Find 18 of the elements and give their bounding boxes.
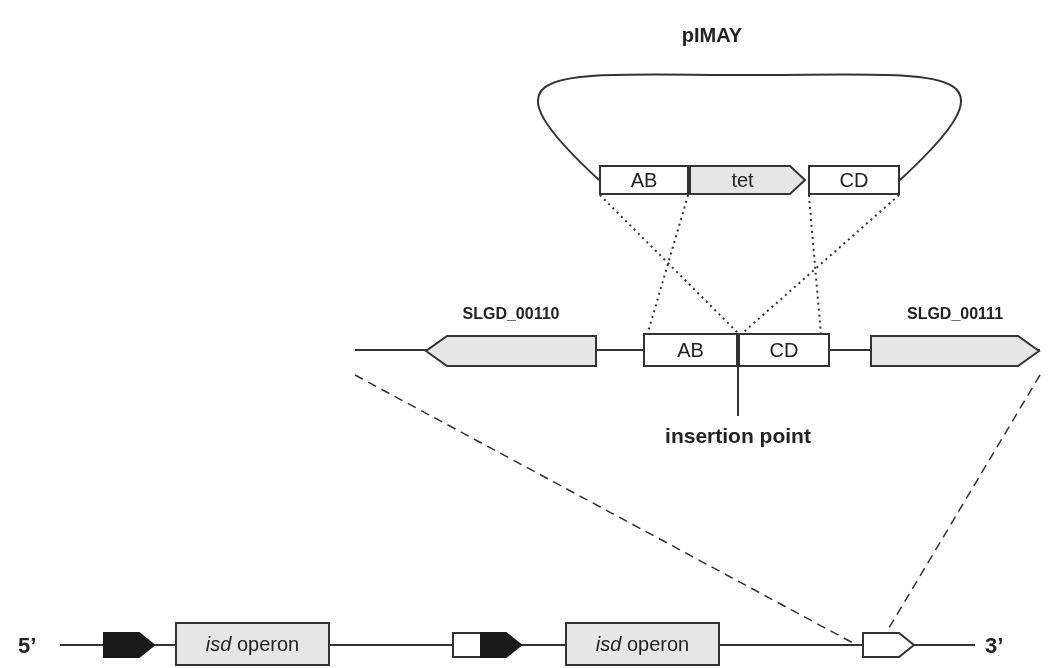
gene-name: isd operon (595, 632, 690, 656)
connector-line (737, 366, 739, 417)
gene-name: tet (731, 168, 755, 192)
gene-label: SLGD_00111 (906, 305, 1004, 323)
mapping-line (741, 194, 901, 334)
gene-name: AB (630, 168, 658, 192)
gene-name: CD (839, 168, 869, 192)
gene-name: AB (677, 338, 704, 362)
strand-end-label: 3’ (985, 633, 1004, 659)
plasmid-name: pIMAY (681, 24, 743, 47)
mapping-line (598, 194, 739, 334)
strand-end-label: 5’ (18, 633, 37, 659)
gene-name: isd operon (205, 632, 300, 656)
connector-line (536, 73, 963, 181)
gene-label: SLGD_00110 (462, 305, 560, 323)
gene-name: CD (769, 338, 799, 362)
mapping-line (807, 194, 822, 334)
insertion-label: insertion point (665, 424, 811, 448)
